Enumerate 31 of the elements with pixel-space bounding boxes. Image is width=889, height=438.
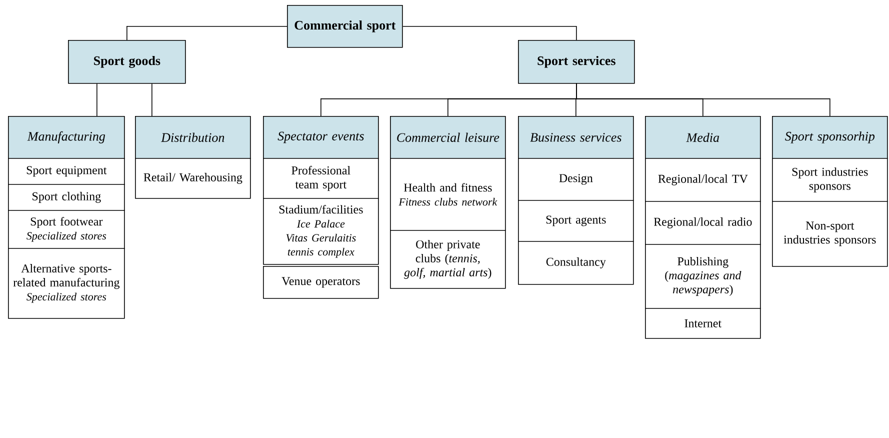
item-box: Regional/local TV (645, 158, 761, 202)
item-box: Alternative sports-related manufacturing Specialized stores (8, 248, 125, 319)
item-box: Health and fitness Fitness clubs network (390, 158, 506, 231)
connector-line (576, 83, 830, 116)
item-box: Retail/ Warehousing (135, 158, 251, 199)
category-box: Sport sponsorhip (772, 116, 888, 159)
category-box: Commercial sport (287, 5, 403, 48)
connector-line (96, 83, 98, 116)
item-box: Sport industries sponsors (772, 158, 888, 202)
category-box: Sport services (518, 40, 635, 84)
category-box: Distribution (135, 116, 251, 159)
item-box: Internet (645, 308, 761, 339)
item-box: Professional team sport (263, 158, 379, 199)
item-box: Sport footwear Specialized stores (8, 210, 125, 249)
item-box: Design (518, 158, 634, 201)
item-box: Sport clothing (8, 184, 125, 211)
item-box: Sport equipment (8, 158, 125, 185)
connector-line (402, 26, 577, 40)
category-box: Business services (518, 116, 634, 159)
item-box: Regional/local radio (645, 200, 761, 245)
category-box: Manufacturing (8, 116, 125, 159)
item-box: Consultancy (518, 240, 634, 285)
category-box: Sport goods (68, 40, 186, 84)
category-box: Commercial leisure (390, 116, 506, 159)
category-box: Spectator events (263, 116, 379, 159)
connector-line (126, 26, 288, 40)
item-box: Non-sport industries sponsors (772, 200, 888, 267)
item-box: Sport agents (518, 200, 634, 242)
item-box: Other private clubs (tennis, golf, martial arts) (390, 230, 506, 289)
category-box: Media (645, 116, 761, 159)
item-box: Venue operators (263, 266, 379, 299)
